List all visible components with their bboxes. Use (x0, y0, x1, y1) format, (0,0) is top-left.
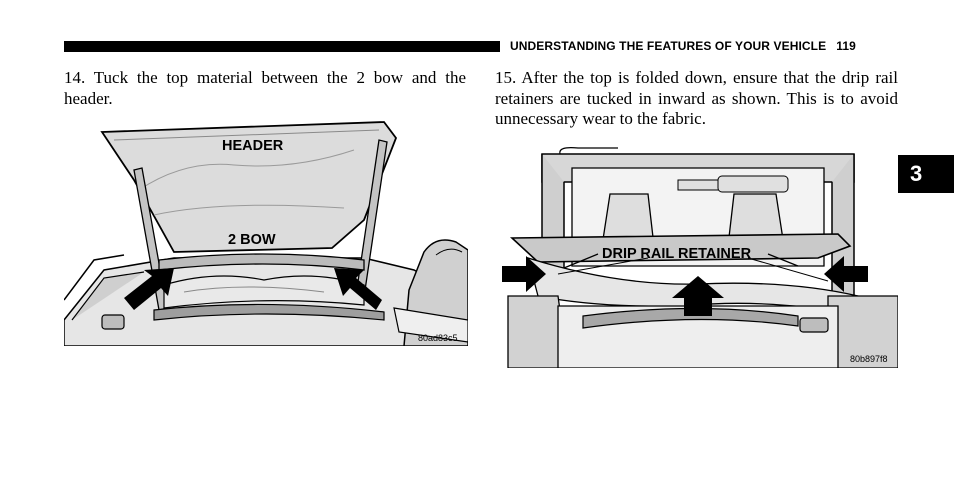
label-drip-rail-retainer: DRIP RAIL RETAINER (602, 246, 752, 262)
running-header: UNDERSTANDING THE FEATURES OF YOUR VEHIC… (510, 38, 900, 54)
figure-code: 80b897f8 (850, 354, 888, 364)
header-rule (64, 41, 500, 52)
label-header: HEADER (222, 138, 284, 154)
running-title: UNDERSTANDING THE FEATURES OF YOUR VEHIC… (510, 39, 827, 53)
label-2-bow: 2 BOW (228, 232, 276, 248)
header-bow-illustration: HEADER 2 BOW 80ad83c5 (64, 121, 468, 346)
page-number: 119 (836, 39, 856, 53)
figure-drip-rail-retainer: DRIP RAIL RETAINER 80b897f8 (498, 146, 898, 368)
step-15-text: 15. After the top is folded down, ensure… (495, 68, 898, 128)
section-tab: 3 (897, 155, 954, 193)
figure-code: 80ad83c5 (418, 333, 458, 343)
step-14-text: 14. Tuck the top material between the 2 … (64, 68, 466, 108)
drip-rail-illustration: DRIP RAIL RETAINER 80b897f8 (502, 147, 898, 368)
figure-header-bow: HEADER 2 BOW 80ad83c5 (64, 120, 468, 346)
